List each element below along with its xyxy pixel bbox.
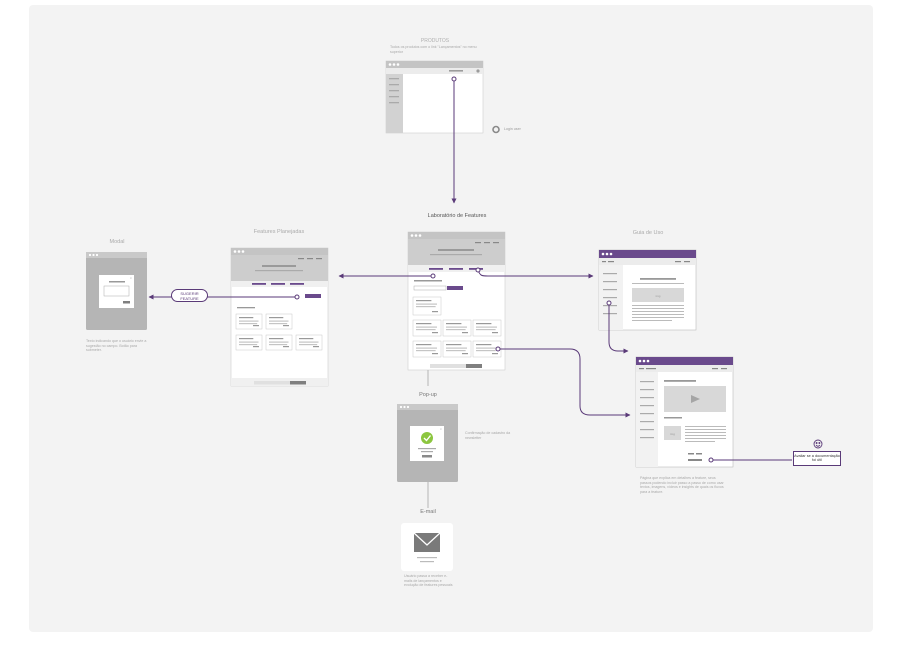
card-link: [462, 353, 468, 355]
image-placeholder-icon: img: [670, 432, 675, 436]
card-text-line: [239, 341, 259, 343]
guia-de-uso-wireframe: img: [598, 249, 697, 331]
edge-laboratorio-detalhe: [498, 348, 631, 418]
login-user-label: Login user: [504, 127, 521, 131]
card-text-line: [416, 344, 432, 346]
card-text-line: [446, 347, 467, 349]
modal-description: Texto indicando que o usuário envie a su…: [86, 339, 147, 353]
card-text-line: [299, 344, 318, 346]
avaliar-documentacao-button[interactable]: Avaliar se a documentação foi útil: [793, 451, 841, 466]
card-text-line: [476, 347, 497, 349]
email-description: Usuário passa a receber e-mails de lança…: [404, 574, 453, 588]
produtos-description: Todos os produtos com o link "Lançamento…: [390, 45, 477, 54]
card-text-line: [446, 323, 462, 325]
laboratorio-cards: [412, 296, 502, 358]
card-text-line: [269, 320, 289, 322]
features-planejadas-title: Features Planejadas: [253, 229, 305, 235]
card-text-line: [416, 306, 436, 308]
wireframe-card: [472, 319, 502, 337]
edge-guia-detalhe: [608, 303, 629, 354]
card-text-line: [476, 344, 492, 346]
guia-detalhe-description: Página que explica em detalhes a feature…: [640, 476, 724, 494]
card-text-line: [416, 329, 436, 331]
connectors: [148, 79, 792, 508]
card-text-line: [239, 338, 254, 340]
card-text-line: [239, 317, 254, 319]
wireframe-card: [412, 319, 442, 337]
card-text-line: [239, 344, 258, 346]
guia-detalhe-wireframe: img: [635, 356, 734, 468]
card-link: [492, 353, 498, 355]
card-text-line: [476, 326, 497, 328]
pop-up-wireframe: ×: [397, 404, 458, 482]
video-play-icon: [691, 395, 700, 403]
connector-dots: [294, 76, 714, 463]
card-link: [462, 332, 468, 334]
svg-text:×: ×: [130, 276, 132, 280]
card-text-line: [269, 317, 284, 319]
laboratorio-title: Laboratório de Features: [427, 213, 487, 219]
card-text-line: [416, 323, 432, 325]
card-link: [492, 332, 498, 334]
card-text-line: [446, 326, 467, 328]
features-planejadas-cards: [235, 313, 323, 351]
card-text-line: [269, 344, 288, 346]
card-link: [253, 346, 259, 348]
modal-title: Modal: [109, 239, 125, 245]
card-link: [432, 332, 438, 334]
smiley-icon: [813, 439, 823, 449]
wireframe-card: [412, 340, 442, 358]
card-text-line: [476, 323, 492, 325]
card-text-line: [416, 350, 436, 352]
card-link: [432, 353, 438, 355]
card-text-line: [416, 303, 437, 305]
card-text-line: [416, 326, 437, 328]
card-link: [283, 346, 289, 348]
login-user-icon: [492, 125, 500, 134]
card-text-line: [476, 350, 496, 352]
card-text-line: [416, 347, 437, 349]
card-text-line: [446, 350, 466, 352]
card-link: [432, 311, 438, 313]
guia-de-uso-title: Guia de Uso: [632, 230, 664, 236]
card-text-line: [476, 329, 496, 331]
card-text-line: [239, 323, 258, 325]
card-link: [313, 346, 319, 348]
sugerir-feature-pill[interactable]: SUGERIR FEATURE: [171, 289, 208, 302]
card-text-line: [299, 341, 319, 343]
card-text-line: [269, 341, 289, 343]
card-text-line: [299, 338, 314, 340]
pop-up-title: Pop-up: [419, 392, 437, 398]
card-text-line: [416, 300, 432, 302]
produtos-title: PRODUTOS: [420, 38, 450, 44]
card-text-line: [239, 320, 259, 322]
produtos-wireframe: [385, 60, 484, 134]
card-link: [253, 325, 259, 327]
laboratorio-footer: [430, 364, 482, 368]
svg-text:img: img: [656, 294, 661, 298]
svg-text:×: ×: [440, 427, 442, 431]
card-link: [283, 325, 289, 327]
modal-wireframe: ×: [86, 252, 147, 330]
wireframe-card: [442, 319, 472, 337]
email-card: [401, 523, 453, 571]
wireframe-card: [442, 340, 472, 358]
card-text-line: [446, 329, 466, 331]
card-text-line: [269, 338, 284, 340]
checkmark-icon: [421, 432, 433, 444]
card-text-line: [446, 344, 462, 346]
email-title: E-mail: [420, 509, 436, 515]
card-text-line: [269, 323, 288, 325]
pop-up-description: Confirmação de cadastro da newsletter: [465, 431, 511, 440]
envelope-icon: [413, 532, 441, 552]
